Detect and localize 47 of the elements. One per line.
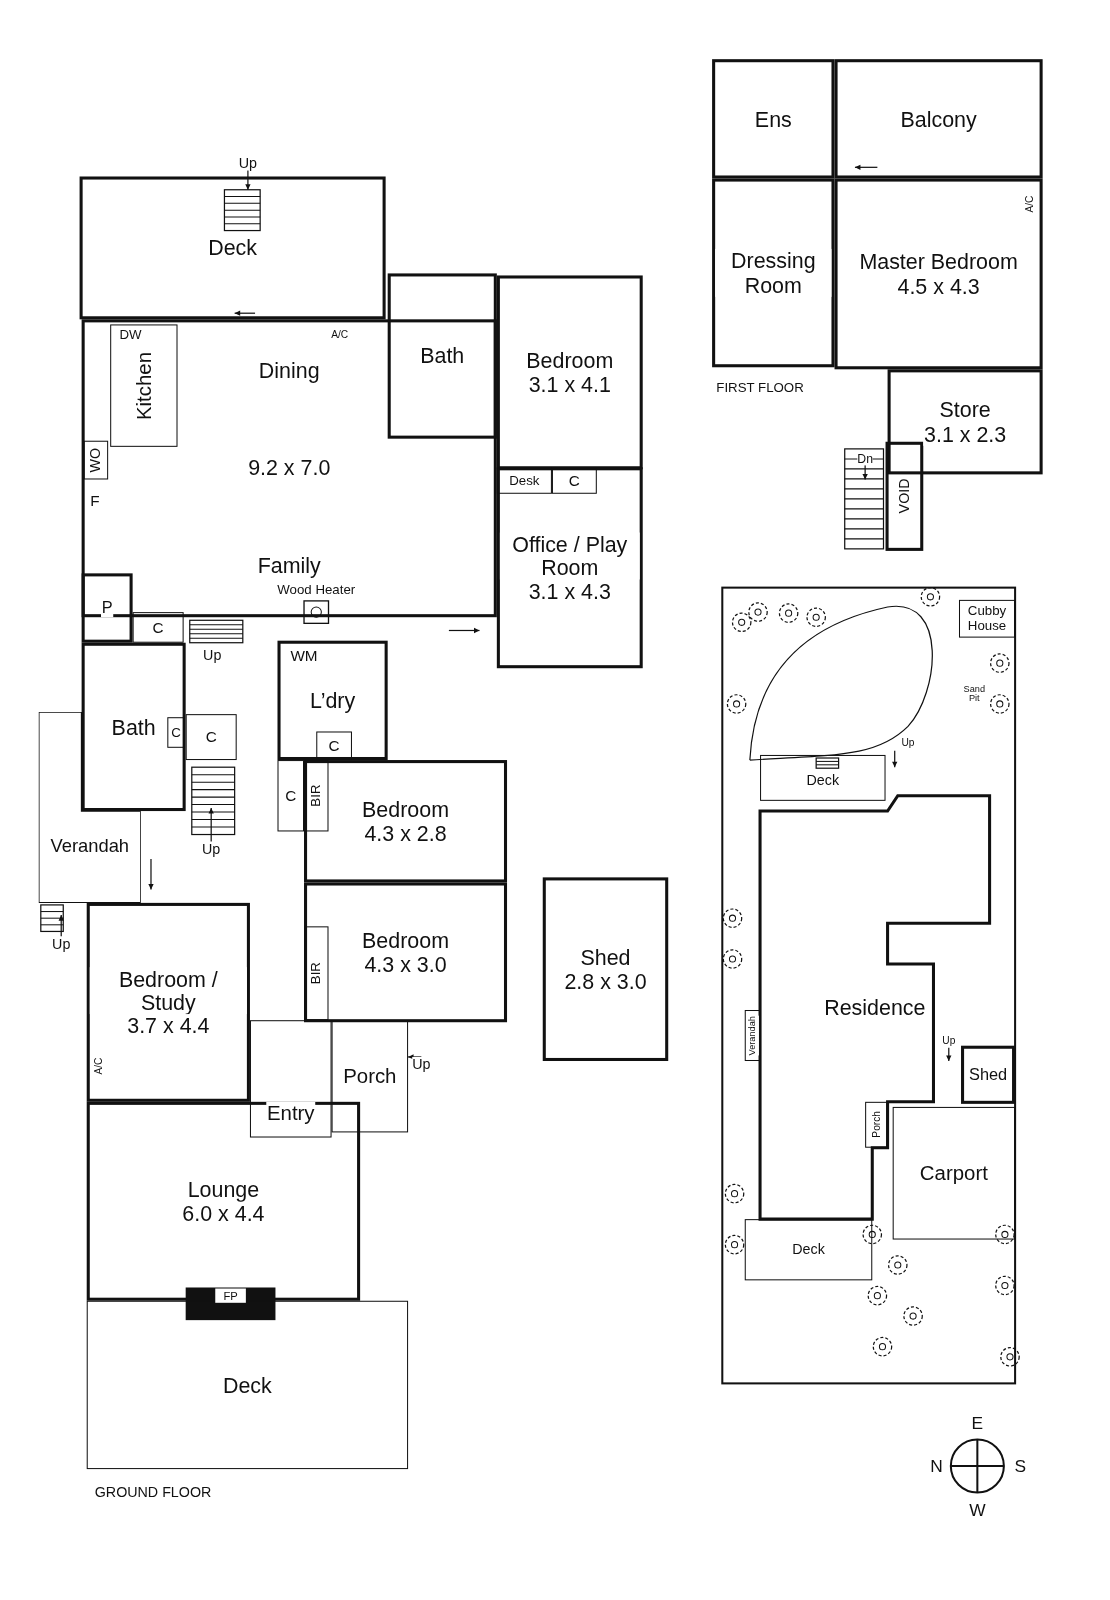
pantry — [81, 573, 133, 643]
room — [277, 640, 388, 761]
verandah — [744, 1010, 761, 1061]
sandpit-label: Sand Pit — [963, 684, 986, 703]
air-conditioner-label: A/C — [93, 1057, 105, 1075]
direction-label: Up — [901, 737, 915, 748]
room-name: Desk — [508, 473, 541, 488]
floor-label: FIRST FLOOR — [716, 381, 804, 395]
dishwasher-label: DW — [119, 328, 142, 342]
compass-label: W — [969, 1501, 986, 1519]
room-name: Dining — [257, 359, 321, 383]
room — [496, 275, 643, 470]
room — [81, 642, 186, 812]
room — [834, 178, 1043, 370]
room-name: Entry — [265, 1101, 316, 1125]
room — [712, 59, 835, 179]
direction-label: Up — [52, 936, 71, 951]
room-name: Porch — [869, 1111, 883, 1139]
shed — [542, 877, 669, 1061]
compass-label: E — [971, 1414, 984, 1432]
direction-label: Up — [202, 841, 221, 856]
room — [496, 467, 643, 669]
room-name: C — [170, 725, 182, 740]
direction-label: Up — [203, 647, 222, 663]
balcony — [834, 59, 1043, 179]
floor-label: GROUND FLOOR — [94, 1484, 212, 1499]
heater-label: Wood Heater — [277, 583, 356, 597]
direction-label: Up — [942, 1035, 956, 1046]
room — [712, 178, 835, 368]
air-conditioner-label: A/C — [1025, 195, 1036, 213]
fireplace-label: FP — [215, 1288, 246, 1303]
air-conditioner-label: A/C — [331, 329, 349, 340]
direction-label: Dn — [857, 452, 873, 466]
compass-label: S — [1014, 1457, 1026, 1475]
compass-label: N — [930, 1457, 943, 1475]
void-area — [885, 441, 924, 551]
room — [304, 882, 508, 1023]
shed — [961, 1045, 1016, 1104]
room — [387, 273, 497, 439]
fireplace — [185, 1287, 276, 1321]
room — [887, 369, 1043, 475]
room — [304, 760, 508, 883]
direction-label: Up — [412, 1056, 431, 1072]
room-name: Deck — [805, 771, 841, 788]
room — [86, 902, 250, 1102]
room-name: P — [100, 599, 114, 617]
deck — [79, 176, 386, 320]
